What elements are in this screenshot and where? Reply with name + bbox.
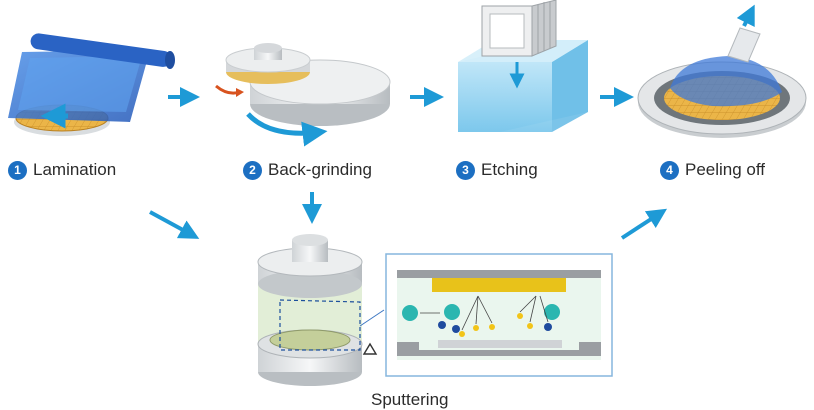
back-grinding-illustration xyxy=(215,43,391,147)
sputtering-illustration xyxy=(257,234,385,386)
etching-illustration xyxy=(458,0,588,132)
flow-arrows xyxy=(149,87,668,240)
step-4-label: 4 Peeling off xyxy=(660,160,765,180)
step-2-label: 2 Back-grinding xyxy=(243,160,372,180)
step-title: Lamination xyxy=(33,160,117,179)
step-title: Etching xyxy=(481,160,538,179)
step-title: Peeling off xyxy=(685,160,766,179)
step-3-label: 3 Etching xyxy=(456,160,538,180)
arrow-1-to-sputtering xyxy=(149,210,200,239)
lamination-illustration xyxy=(8,33,175,136)
step-title: Back-grinding xyxy=(268,160,372,179)
step-number-badge: 4 xyxy=(660,160,679,180)
step-number-badge: 2 xyxy=(243,160,262,180)
step-number-badge: 1 xyxy=(8,160,27,180)
arrow-sputtering-to-4 xyxy=(620,208,668,240)
sputter-target xyxy=(432,278,566,292)
step-number-badge: 3 xyxy=(456,160,475,180)
peeling-off-illustration xyxy=(637,4,807,138)
step-1-label: 1 Lamination xyxy=(8,160,116,180)
sputtering-detail-box xyxy=(385,253,613,377)
sputtering-label: Sputtering xyxy=(371,390,449,409)
